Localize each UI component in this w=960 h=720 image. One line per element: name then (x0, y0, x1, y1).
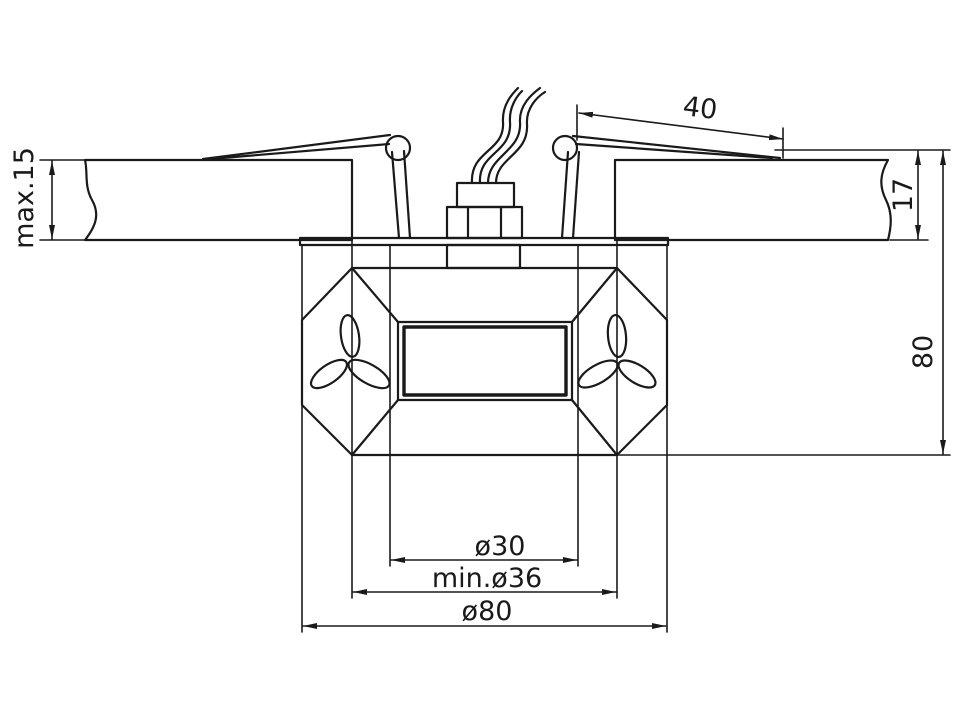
window-bevel-top-left (350, 266, 400, 324)
spring-clip-left-pivot (384, 134, 412, 162)
right-fan-petal-lower-left (577, 359, 619, 389)
dimension-label-max15: max.15 (9, 147, 40, 249)
spring-clip-left-bar-b (402, 149, 412, 240)
spring-clip-right-bar-a (560, 150, 570, 240)
ceiling-slab-left (83, 158, 354, 242)
dimension-label-40: 40 (681, 91, 719, 126)
spring-clip-left-bar-a (390, 150, 401, 240)
dimension-label-17: 17 (888, 178, 919, 212)
window-bevel-bottom-right (570, 398, 619, 457)
power-cable-wire-b-outer (486, 86, 542, 185)
left-fan-petal-lower-left (309, 358, 349, 390)
spring-arm-right-lower (574, 142, 774, 160)
ceiling-slab-right (613, 158, 892, 242)
dimension-label-d80: ø80 (462, 596, 513, 627)
body-neck (445, 243, 522, 270)
spring-clip-right-pivot (551, 134, 579, 162)
left-fan-petal-top (339, 314, 361, 358)
right-fan-petal-top (606, 313, 628, 359)
cable-gland-nut (445, 205, 524, 240)
right-fan-petal-lower-right (617, 359, 657, 389)
window-bevel-top-right (570, 266, 619, 324)
dimension-label-d30: ø30 (475, 531, 526, 562)
left-fan-petal-lower-right (347, 358, 391, 390)
lens-window (402, 325, 568, 397)
power-cable-wire-a-inner (478, 89, 524, 185)
dimension-label-d36: min.ø36 (432, 563, 542, 594)
dimension-label-80: 80 (908, 335, 939, 369)
spring-clip-right-bar-b (571, 150, 581, 240)
power-cable-wire-a-outer (470, 86, 520, 185)
left-crystal-fan (309, 314, 391, 390)
window-bevel-bottom-left (350, 398, 400, 457)
spring-arm-left-lower (208, 142, 391, 161)
cable-gland-top (455, 181, 516, 209)
spring-arm-left-upper (201, 133, 392, 161)
dimension-line-40 (578, 111, 784, 141)
power-cable-wire-b-inner (494, 90, 547, 185)
lens-frame (396, 320, 574, 402)
